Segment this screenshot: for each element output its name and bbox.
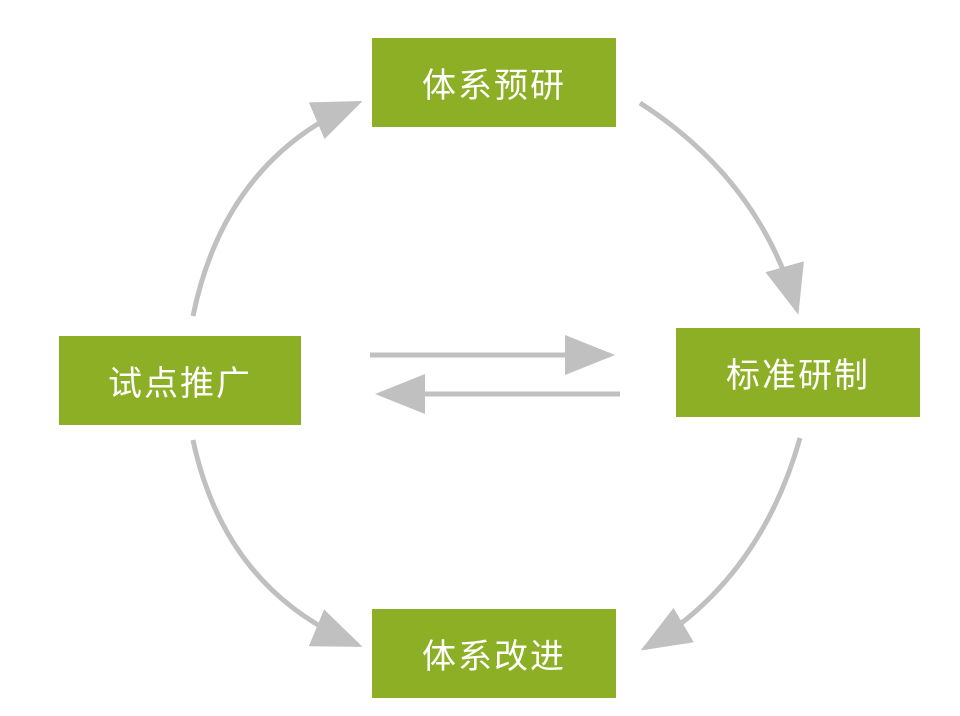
arrow-left-to-top xyxy=(190,100,363,317)
node-system-improvement: 体系改进 xyxy=(372,609,616,698)
arrow-right-to-bottom xyxy=(640,437,803,651)
node-system-improvement-label: 体系改进 xyxy=(422,637,566,677)
node-system-research-label: 体系预研 xyxy=(422,66,566,106)
node-pilot-promotion-label: 试点推广 xyxy=(108,364,252,404)
node-pilot-promotion: 试点推广 xyxy=(59,336,301,425)
arrow-left-to-bottom xyxy=(190,439,363,648)
node-standard-development: 标准研制 xyxy=(676,328,920,417)
node-standard-development-label: 标准研制 xyxy=(726,356,870,396)
arrow-top-to-right xyxy=(638,100,804,315)
node-system-research: 体系预研 xyxy=(372,38,616,127)
